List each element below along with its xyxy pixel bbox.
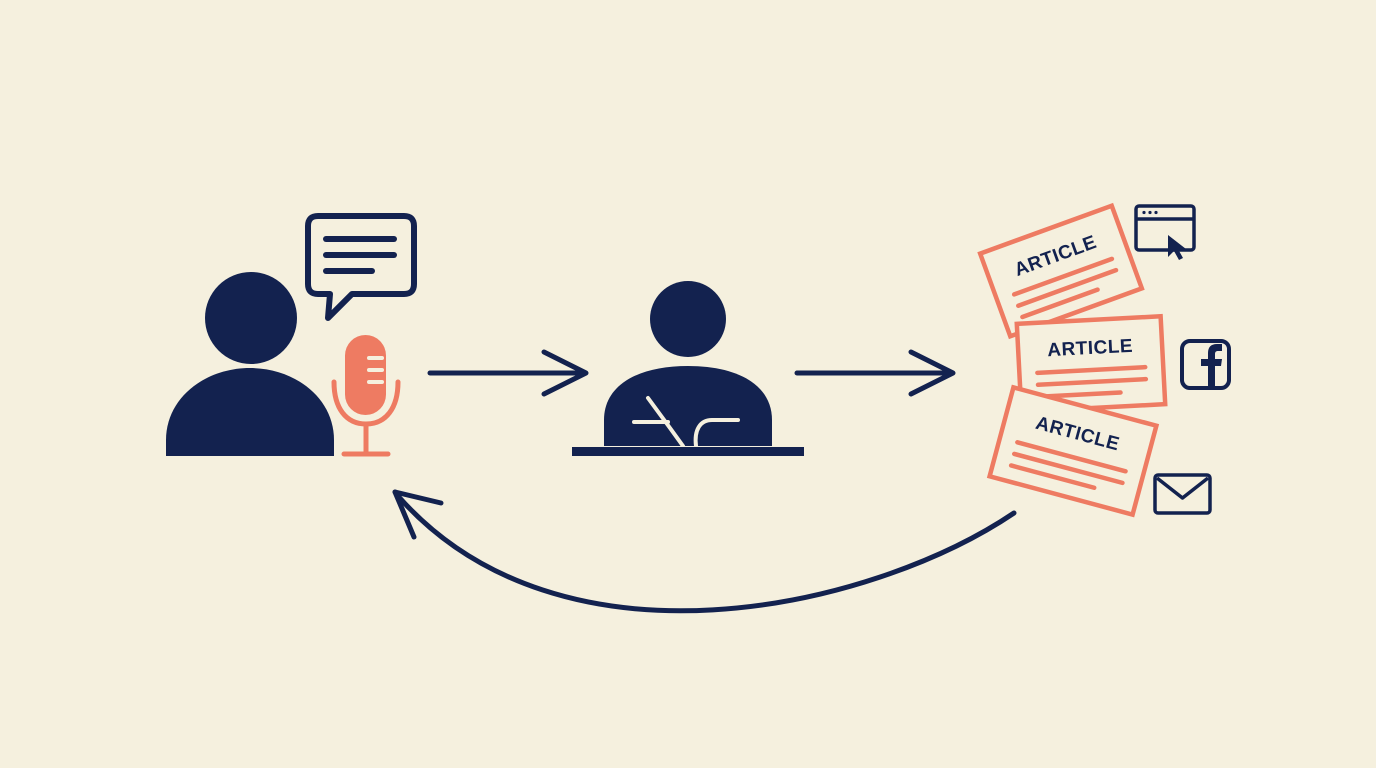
microphone-icon [331,335,401,457]
arrow-curved-back-icon [392,489,1017,614]
article-card: ARTICLE [977,202,1145,340]
articles-group: ARTICLE ARTICLE ARTICLE [977,202,1168,518]
facebook-icon [1180,339,1231,390]
article-label: ARTICLE [1047,336,1134,361]
arrow-right-icon [794,349,956,397]
source-group [166,213,417,457]
cursor-icon [1168,235,1186,260]
email-icon [1153,473,1212,515]
article-card: ARTICLE [986,384,1160,518]
speech-bubble-icon [305,213,417,321]
writer-at-desk-icon [572,281,804,456]
person-icon [166,272,334,456]
article-card: ARTICLE [1014,313,1168,415]
browser-window-icon [1134,204,1196,252]
arrow-right-icon [427,349,589,397]
